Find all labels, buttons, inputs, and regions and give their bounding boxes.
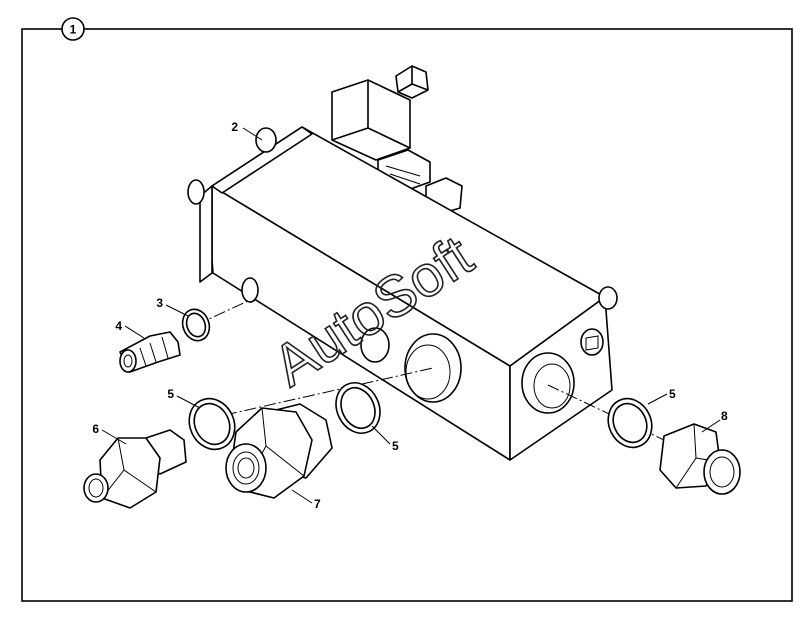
callout-5-middle: 5 xyxy=(392,439,399,453)
callout-5-left: 5 xyxy=(167,387,174,401)
callout-3: 3 xyxy=(156,296,163,310)
port-medium xyxy=(360,327,390,363)
seal-part-5-middle xyxy=(335,382,381,434)
callout-5-right: 5 xyxy=(669,387,676,401)
fitting-part-8 xyxy=(659,423,741,495)
plug-screw xyxy=(580,328,604,356)
valve-block xyxy=(187,65,618,461)
fitting-part-4 xyxy=(119,331,181,373)
callout-6: 6 xyxy=(92,422,99,436)
callouts: 2 3 4 5 5 5 6 7 8 xyxy=(92,120,728,511)
view-number: 1 xyxy=(70,23,77,37)
seal-part-5-left xyxy=(188,397,236,451)
port-end xyxy=(521,352,575,414)
view-number-badge: 1 xyxy=(61,17,85,41)
fitting-part-7 xyxy=(225,403,333,499)
callout-4: 4 xyxy=(115,319,122,333)
port-small xyxy=(241,277,259,303)
seal-part-5-right xyxy=(607,397,653,449)
callout-8: 8 xyxy=(721,409,728,423)
seal-part-3 xyxy=(181,308,211,342)
callout-2: 2 xyxy=(231,120,238,134)
fitting-part-6 xyxy=(83,429,187,509)
diagram-frame xyxy=(21,28,793,602)
callout-7: 7 xyxy=(314,497,321,511)
